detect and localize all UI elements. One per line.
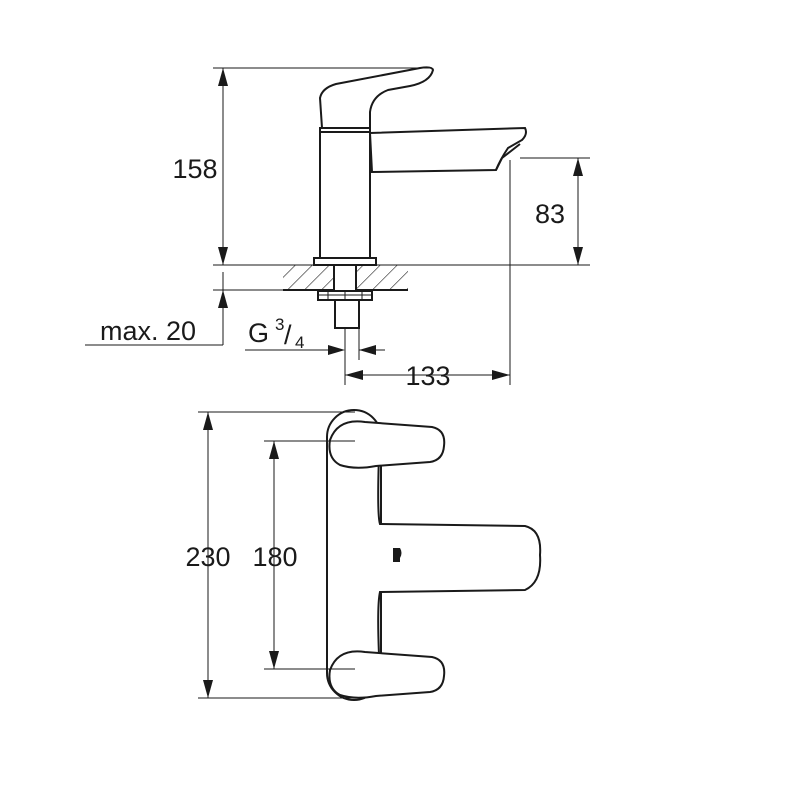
dim-thread: G 3 / 4 [245, 315, 385, 385]
top-view: 230 180 [185, 409, 542, 701]
thread-numerator: 3 [275, 315, 284, 334]
thread-denominator: 4 [295, 333, 304, 352]
dim-83: 83 [520, 157, 590, 265]
side-view: 158 83 max. 20 G 3 / [85, 66, 590, 391]
thread-slash: / [284, 320, 292, 350]
dim-83-label: 83 [535, 199, 565, 229]
dim-180: 180 [252, 440, 355, 670]
dim-230-label: 230 [185, 542, 230, 572]
dim-max-20: max. 20 [85, 272, 283, 346]
thread-g-label: G [248, 318, 269, 348]
dim-180-label: 180 [252, 542, 297, 572]
dim-133: 133 [345, 160, 511, 391]
faucet-side-profile [313, 66, 527, 329]
dim-158: 158 [172, 67, 432, 265]
brand-logo-icon [393, 548, 402, 562]
dim-158-label: 158 [172, 154, 217, 184]
dim-max-20-label: max. 20 [100, 316, 196, 346]
dim-133-label: 133 [405, 361, 450, 391]
dim-230: 230 [185, 411, 355, 699]
faucet-top-profile [326, 409, 542, 701]
